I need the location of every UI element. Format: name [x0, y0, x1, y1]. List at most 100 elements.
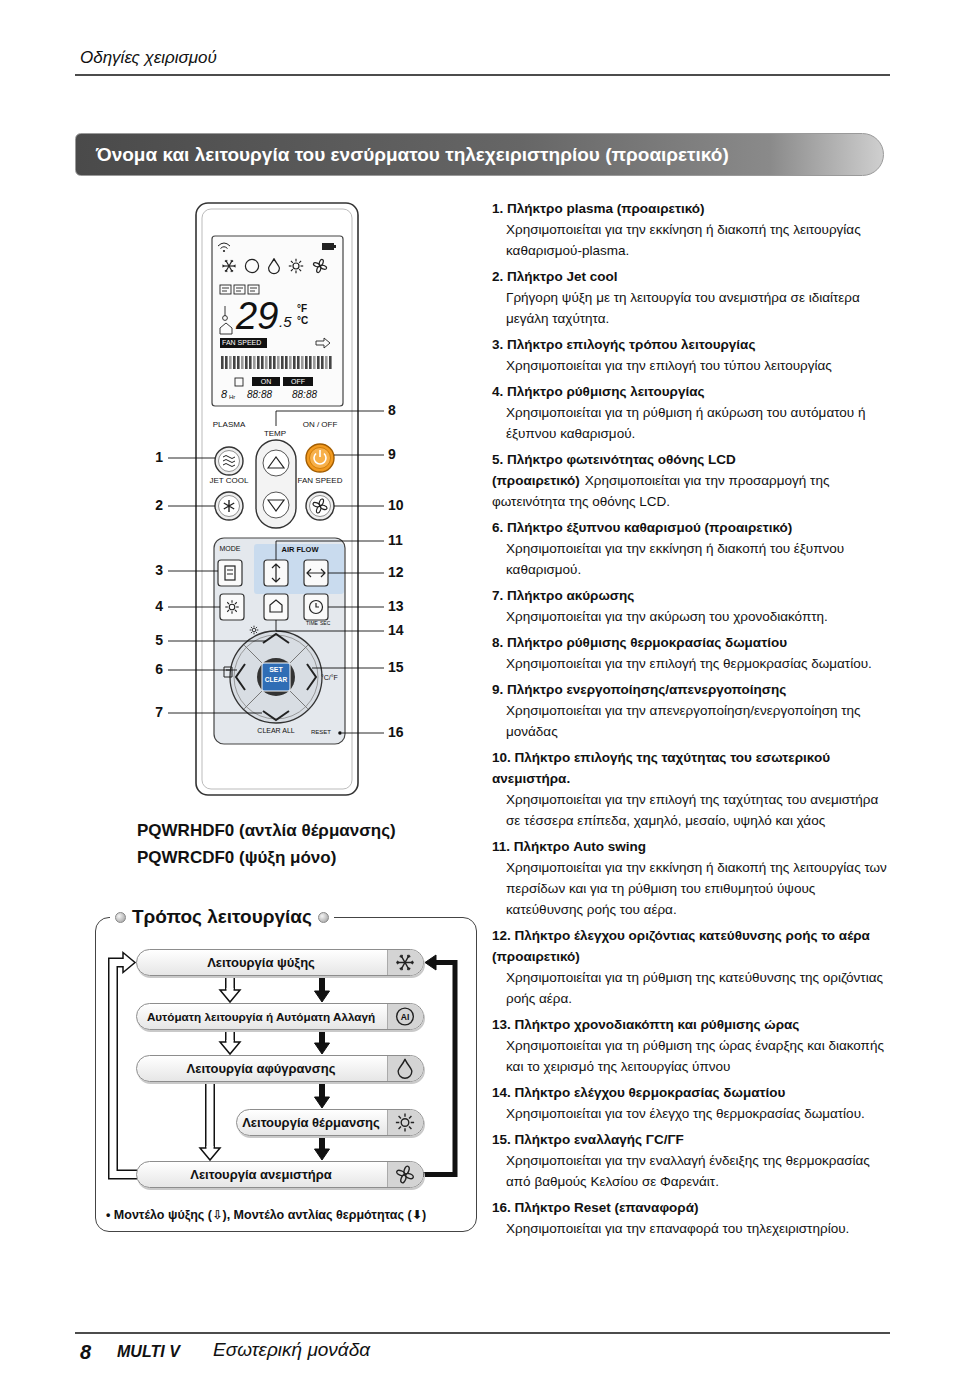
- mode-icon-part: [399, 1116, 401, 1118]
- mode-icon-part: [408, 955, 411, 957]
- key-description: Γρήγορη ψύξη με τη λειτουργία του ανεμισ…: [492, 287, 890, 329]
- lcd-bar-part: [261, 356, 264, 369]
- button-symbols: [225, 600, 258, 634]
- lcd-mode-icons-part: [299, 269, 301, 271]
- jet-cool-button: [215, 492, 243, 520]
- lcd-screen-part: [322, 243, 334, 250]
- icon-ground: [387, 950, 388, 975]
- panel-note: • Μοντέλο ψύξης (⇩), Μοντέλο αντλίας θερ…: [106, 1207, 466, 1222]
- lcd-bar-part: [273, 356, 276, 369]
- mode-pill: Λειτουργία αφύγρανσης: [136, 1055, 424, 1082]
- mode-icon-part: [411, 961, 413, 964]
- lcd-screen-part: [220, 285, 231, 294]
- lcd-bar: [221, 356, 332, 369]
- lcd-bar-part: [229, 356, 232, 369]
- mode-name: Λειτουργία ανεμιστήρα: [190, 1167, 332, 1182]
- lcd-mode-icons-part: [295, 259, 296, 262]
- group-label: AIR FLOW: [281, 546, 318, 554]
- power-button-part: [310, 448, 331, 469]
- mode-name: Λειτουργία θέρμανσης: [242, 1115, 380, 1130]
- button-symbols-part: [272, 564, 280, 582]
- model-name: PQWRCDF0 (ψύξη μόνο): [137, 849, 336, 868]
- lcd-screen-part: [223, 250, 225, 252]
- key-item: 10. Πλήκτρο επιλογής της ταχύτητας του ε…: [492, 747, 890, 831]
- title-band: Όνομα και λειτουργία του ενσύρματου τηλε…: [75, 133, 884, 176]
- icon-ground: [387, 1004, 423, 1029]
- remote-body-part: [202, 209, 352, 789]
- lcd-bar-part: [309, 356, 312, 369]
- lcd-bar-part: [301, 356, 304, 369]
- lcd-bar-part: [269, 356, 272, 369]
- leader-line-part: [334, 455, 384, 456]
- lcd-mode-icons-part: [231, 260, 233, 262]
- lcd-bar-part: [237, 356, 240, 369]
- brand-logo: MULTI V: [117, 1343, 180, 1361]
- lcd-screen-part: [235, 378, 243, 386]
- callout-number: 4: [155, 599, 163, 614]
- button-label: SEC: [320, 621, 330, 627]
- lcd-mode-icons-part: [313, 262, 320, 268]
- fan-symbol-part: [312, 502, 320, 508]
- key-description: Χρησιμοποιείται για τον έλεγχο της θερμο…: [492, 1103, 890, 1124]
- mode-icon-part: [409, 1116, 411, 1118]
- arrow-head: [425, 955, 436, 970]
- lcd-bar-part: [325, 356, 328, 369]
- callout-number: 3: [155, 563, 163, 578]
- mode-icon-part: [411, 1122, 414, 1123]
- button-label: TIME: [306, 621, 318, 627]
- lcd-screen-part: [218, 243, 230, 249]
- lcd-mode-icons-part: [223, 265, 224, 268]
- mode-icon-part: [404, 1128, 405, 1131]
- mode-icon-part: [396, 1122, 399, 1123]
- arrow-shaft: [319, 1136, 325, 1149]
- lcd-unit: °F: [297, 303, 307, 314]
- key-heading: 9. Πλήκτρο ενεργοποίησης/απενεργοποίησης: [492, 679, 890, 700]
- rule-line-part: [75, 74, 890, 75]
- key-heading: 2. Πλήκτρο Jet cool: [492, 266, 890, 287]
- button-symbols-part: [257, 630, 259, 631]
- flow-arrow: [113, 953, 137, 1175]
- flow-arrow: [315, 976, 330, 1002]
- callout-number: 8: [388, 403, 396, 418]
- panel-heading: Τρόπος λειτουργίας: [110, 904, 334, 930]
- key-heading: 12. Πλήκτρο έλεγχου οριζόντιας κατεύθυνσ…: [492, 925, 890, 967]
- lcd-screen-part: [212, 236, 343, 406]
- callout-number: 15: [388, 660, 404, 675]
- mode-icon-part: [404, 1113, 405, 1116]
- mode-icon: [387, 1110, 423, 1135]
- arrow-shaft: [423, 963, 455, 1175]
- button-symbols-part: [227, 570, 233, 574]
- button-symbols-part: [256, 627, 257, 628]
- button-label: RESET: [311, 729, 331, 736]
- lcd-mode-icons-part: [245, 259, 258, 272]
- key-heading: 15. Πλήκτρο εναλλαγής ΓC/ΓF: [492, 1129, 890, 1150]
- lcd-screen-part: [223, 316, 228, 321]
- button-symbols-part: [229, 604, 235, 610]
- plasma-button-part: [219, 451, 240, 472]
- arrow-shaft: [319, 1082, 325, 1097]
- lcd-bar-part: [249, 356, 252, 369]
- key-heading: 1. Πλήκτρο plasma (προαιρετικό): [492, 198, 890, 219]
- key-item: 6. Πλήκτρο έξυπνου καθαρισμού (προαιρετι…: [492, 517, 890, 580]
- key-heading: 10. Πλήκτρο επιλογής της ταχύτητας του ε…: [492, 747, 890, 789]
- button-symbols-part: [225, 606, 228, 607]
- button-symbols-part: [235, 610, 237, 612]
- heading-bullet: [115, 912, 126, 923]
- key-item: 3. Πλήκτρο επιλογής τρόπου λειτουργίαςΧρ…: [492, 334, 890, 376]
- lcd-bar-part: [277, 356, 280, 369]
- mode-icon-part: [401, 1119, 409, 1127]
- arrow-shaft: [225, 976, 235, 990]
- fan-speed-button-part: [306, 492, 334, 520]
- square-buttons-part: [220, 594, 244, 620]
- lcd-mode-icons-part: [293, 263, 299, 269]
- button-label: °C/°F: [321, 674, 338, 682]
- arrow-joint: [121, 959, 125, 966]
- button-symbols-part: [254, 626, 255, 628]
- arrow-shaft: [227, 976, 234, 990]
- arrow-joint: [207, 1146, 214, 1150]
- plasma-button: [215, 447, 243, 475]
- arrow-joint: [227, 988, 234, 992]
- key-heading: 8. Πλήκτρο ρύθμισης θερμοκρασίας δωματίο…: [492, 632, 890, 653]
- temp-rocker-part: [256, 440, 296, 528]
